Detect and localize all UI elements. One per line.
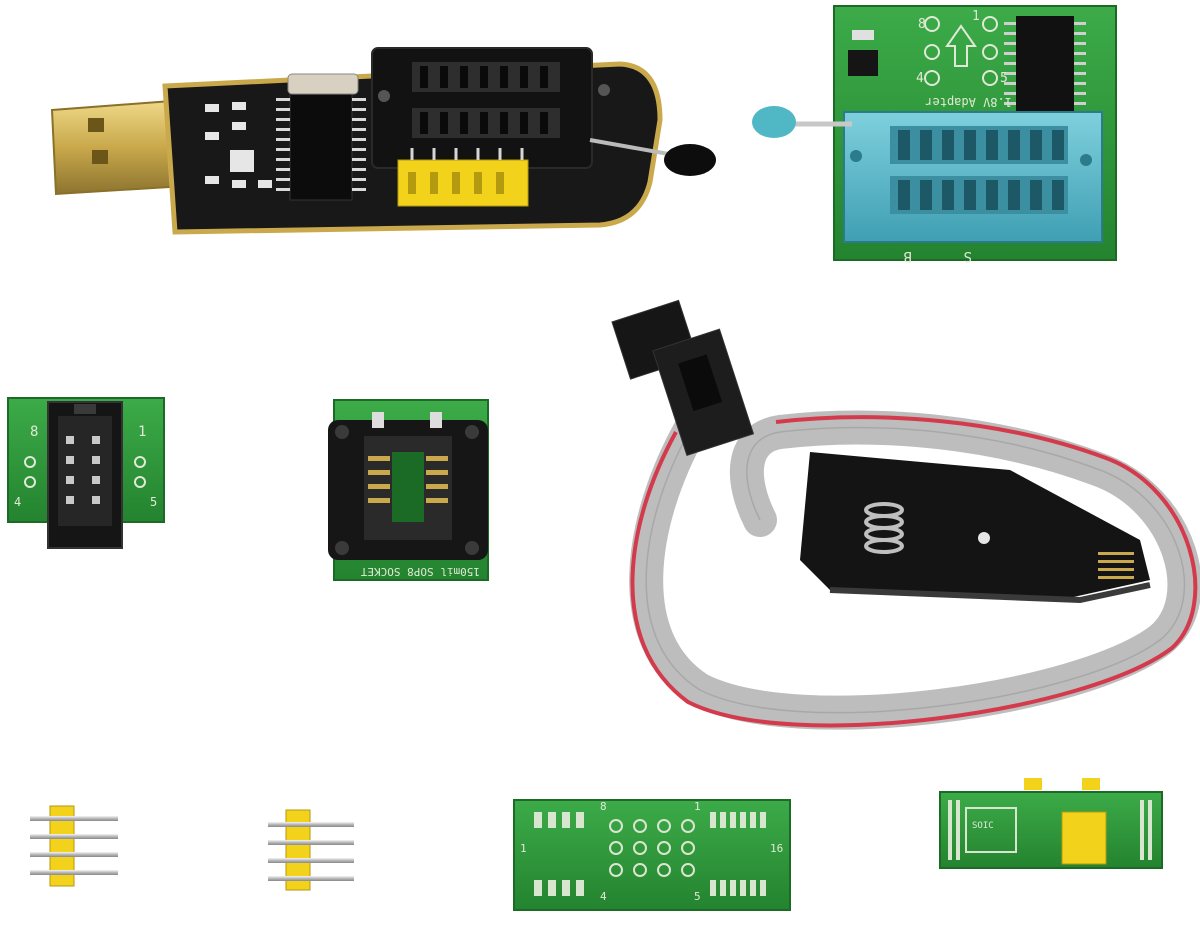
soic8-test-clip-cable [611, 299, 1200, 730]
dip-label-right-16: 16 [770, 842, 783, 855]
adapter-board-1v8: 8 1 4 5 1.8V Adapter B S [752, 5, 1117, 264]
dip-label-1: 1 [694, 800, 701, 813]
dip-label-5: 5 [694, 890, 701, 903]
sop8-socket-adapter: 150mil SOP8 SOCKET [328, 399, 489, 581]
adapter-pin8-label: 8 [918, 17, 926, 32]
sop-adapter-label: SOIC [972, 821, 994, 831]
idc-label-8: 8 [30, 424, 38, 440]
dip-label-4: 4 [600, 890, 607, 903]
dip-label-8: 8 [600, 800, 607, 813]
idc-label-1: 1 [138, 424, 146, 440]
adapter-bottom-mark-left: B [904, 248, 912, 264]
pin-header-middle [268, 809, 354, 891]
idc-label-4: 4 [14, 495, 21, 509]
adapter-pin1-label: 1 [972, 9, 980, 24]
idc-label-5: 5 [150, 495, 157, 509]
ch341a-usb-programmer [50, 47, 716, 235]
pin-header-left [30, 805, 118, 887]
sop8-socket-label: 150mil SOP8 SOCKET [360, 565, 480, 578]
sop-adapter-with-header: SOIC [939, 762, 1163, 898]
idc-10pin-adapter: 8 1 4 5 [7, 397, 165, 549]
adapter-pin5-label: 5 [1000, 71, 1008, 86]
dip-label-left-1: 1 [520, 842, 527, 855]
adapter-board-label: 1.8V Adapter [925, 95, 1012, 109]
dip-sop-adapter-board: 8 1 4 5 1 16 [513, 799, 791, 911]
adapter-pin4-label: 4 [916, 71, 924, 86]
adapter-bottom-mark-right: S [964, 248, 972, 264]
